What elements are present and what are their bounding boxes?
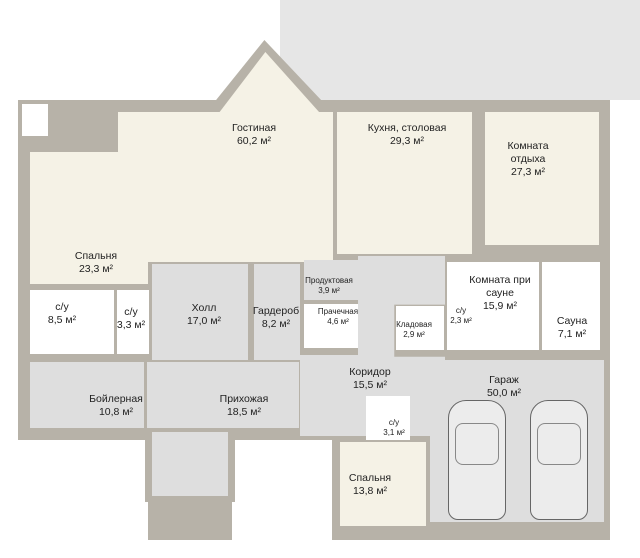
terrace-left: [22, 104, 48, 136]
room-entrance: [147, 362, 299, 428]
room-bedroom1: [30, 152, 148, 284]
porch: [152, 432, 228, 496]
room-wardrobe: [254, 264, 300, 360]
room-boiler: [30, 362, 144, 428]
room-bedroom2: [340, 442, 426, 526]
room-sauna: [542, 262, 600, 350]
roof-area: [280, 0, 640, 100]
room-pantry: [304, 260, 358, 300]
room-wc2: [117, 290, 149, 354]
room-lounge: [485, 112, 599, 245]
room-wc4: [447, 302, 475, 350]
room-living: [118, 112, 333, 262]
room-laundry: [304, 304, 358, 348]
room-hall: [152, 264, 248, 360]
room-wc1: [30, 290, 114, 354]
car-left: [448, 400, 506, 520]
roof-area-right: [600, 0, 640, 100]
car-right: [530, 400, 588, 520]
room-wc3: [366, 396, 410, 440]
room-storage: [396, 306, 444, 350]
outside-bottom-mid: [232, 440, 332, 540]
outside-bottom-left: [18, 440, 148, 540]
room-kitchen: [337, 112, 472, 254]
